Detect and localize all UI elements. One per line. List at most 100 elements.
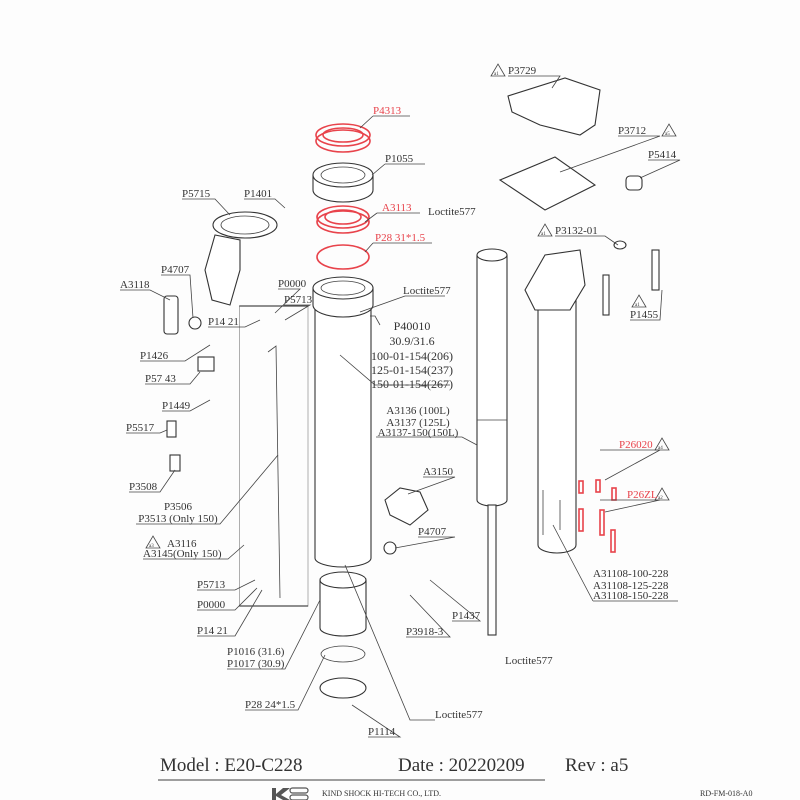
bushing-a3113 <box>316 205 370 234</box>
label-p5713-top: P5713 <box>284 294 313 306</box>
cradle-p3729 <box>507 77 601 136</box>
revision-triangles: a1 a5 a1 a1 a4 a2 a3 <box>145 63 677 549</box>
svg-text:P1017 (30.9): P1017 (30.9) <box>227 658 285 670</box>
label-p1114: P1114 <box>368 726 396 738</box>
label-p5713-bottom: P5713 <box>197 579 226 591</box>
svg-text:P1016 (31.6): P1016 (31.6) <box>227 646 285 658</box>
label-p5743: P57 43 <box>145 373 176 385</box>
svg-text:100-01-154(206): 100-01-154(206) <box>371 349 453 363</box>
label-p3508: P3508 <box>129 481 158 493</box>
collar-p1055 <box>312 162 374 203</box>
seal-p4313 <box>315 123 371 153</box>
label-p1055: P1055 <box>385 153 414 165</box>
label-p3729: P3729 <box>508 65 537 77</box>
wiper-p1114 <box>319 677 367 699</box>
revision-label: Rev : a5 <box>565 755 628 776</box>
model-label: Model : E20-C228 <box>160 755 303 776</box>
clamp-a3150 <box>384 487 429 526</box>
ks-logo <box>272 787 309 800</box>
cable-box <box>239 305 309 607</box>
label-loctite-mid: Loctite577 <box>403 285 451 297</box>
svg-text:P3513 (Only 150): P3513 (Only 150) <box>138 513 218 525</box>
company-name: KIND SHOCK HI-TECH CO., LTD. <box>322 789 441 798</box>
svg-text:A31108-100-228: A31108-100-228 <box>593 568 669 580</box>
outer-tube-p40010 <box>312 276 374 568</box>
svg-text:A3136 (100L): A3136 (100L) <box>386 405 450 417</box>
label-p0000-bottom: P0000 <box>197 599 226 611</box>
lower-bushing-p1016 <box>319 571 367 637</box>
label-p5517: P5517 <box>126 422 155 434</box>
label-p1401: P1401 <box>244 188 272 200</box>
svg-text:a3: a3 <box>149 544 154 549</box>
label-p3132: P3132-01 <box>555 225 598 237</box>
svg-text:30.9/31.6: 30.9/31.6 <box>389 334 434 348</box>
label-p26020: P26020 <box>619 439 653 451</box>
spring-p5517 <box>166 420 177 438</box>
keys-p26020 <box>578 479 617 553</box>
label-p28-24: P28 24*1.5 <box>245 699 296 711</box>
svg-text:a5: a5 <box>665 132 670 137</box>
label-a31108: A31108-100-228 A31108-125-228 A31108-150… <box>593 568 669 602</box>
svg-text:P40010: P40010 <box>394 319 431 333</box>
cartridge-a3136 <box>476 248 508 636</box>
label-p40010: P40010 30.9/31.6 100-01-154(206) 125-01-… <box>371 319 453 391</box>
inner-tube-a31108 <box>524 249 586 554</box>
housing-p5743 <box>197 356 215 372</box>
cable-p3506 <box>267 345 281 599</box>
label-p5715: P5715 <box>182 188 211 200</box>
label-a3150: A3150 <box>423 466 453 478</box>
svg-text:A3137-150(150L): A3137-150(150L) <box>378 427 459 439</box>
label-p1449: P1449 <box>162 400 191 412</box>
svg-text:150-01-154(267): 150-01-154(267) <box>371 377 453 391</box>
label-a3113: A3113 <box>382 202 412 214</box>
label-p1421-bottom: P14 21 <box>197 625 228 637</box>
svg-text:a1: a1 <box>635 303 640 308</box>
label-a3118: A3118 <box>120 279 150 291</box>
svg-text:A3145(Only 150): A3145(Only 150) <box>143 548 222 560</box>
leader-lines <box>120 75 681 738</box>
label-p0000-top: P0000 <box>278 278 307 290</box>
label-cartridge: A3136 (100L) A3137 (125L) A3137-150(150L… <box>378 405 459 439</box>
label-p4313: P4313 <box>373 105 402 117</box>
label-p4707-right: P4707 <box>418 526 447 538</box>
label-p1426: P1426 <box>140 350 169 362</box>
cradle-p3712 <box>498 156 597 211</box>
nut-p4707-right <box>383 541 397 555</box>
label-p3712: P3712 <box>618 125 646 137</box>
svg-text:P3506: P3506 <box>164 501 193 513</box>
label-p5414: P5414 <box>648 149 677 161</box>
bolt <box>602 274 610 316</box>
label-loctite-bottom: Loctite577 <box>435 709 483 721</box>
label-p1016: P1016 (31.6) P1017 (30.9) <box>227 646 285 670</box>
barrel-p3508 <box>169 454 181 472</box>
svg-text:A31108-150-228: A31108-150-228 <box>593 590 669 602</box>
label-p3918: P3918-3 <box>406 626 444 638</box>
svg-text:A3116: A3116 <box>167 538 197 550</box>
nut-p4707 <box>188 316 202 330</box>
label-p1437: P1437 <box>452 610 481 622</box>
label-a3116: A3116 A3145(Only 150) <box>143 538 222 560</box>
svg-text:A3137 (125L): A3137 (125L) <box>386 417 450 429</box>
svg-text:125-01-154(237): 125-01-154(237) <box>371 363 453 377</box>
svg-text:a1: a1 <box>494 72 499 77</box>
bolt-p1455 <box>651 249 660 291</box>
svg-text:a2: a2 <box>658 496 663 501</box>
svg-text:A31108-125-228: A31108-125-228 <box>593 580 669 592</box>
washer-p3132 <box>613 240 627 250</box>
label-p1455: P1455 <box>630 309 659 321</box>
date-label: Date : 20220209 <box>398 755 525 776</box>
label-p4707-left: P4707 <box>161 264 190 276</box>
barrel-p5414 <box>625 175 643 191</box>
svg-text:a4: a4 <box>658 446 663 451</box>
label-p1421-top: P14 21 <box>208 316 239 328</box>
label-p26zl: P26ZL <box>627 489 658 501</box>
label-loctite-bottom-right: Loctite577 <box>505 655 553 667</box>
label-p3506: P3506 P3513 (Only 150) <box>138 501 218 525</box>
oring-p28-31 <box>316 244 370 270</box>
svg-text:a1: a1 <box>541 232 546 237</box>
form-code: RD-FM-018-A0 <box>700 789 752 798</box>
clamp-p5715 <box>204 211 278 306</box>
label-p28-31: P28 31*1.5 <box>375 232 426 244</box>
